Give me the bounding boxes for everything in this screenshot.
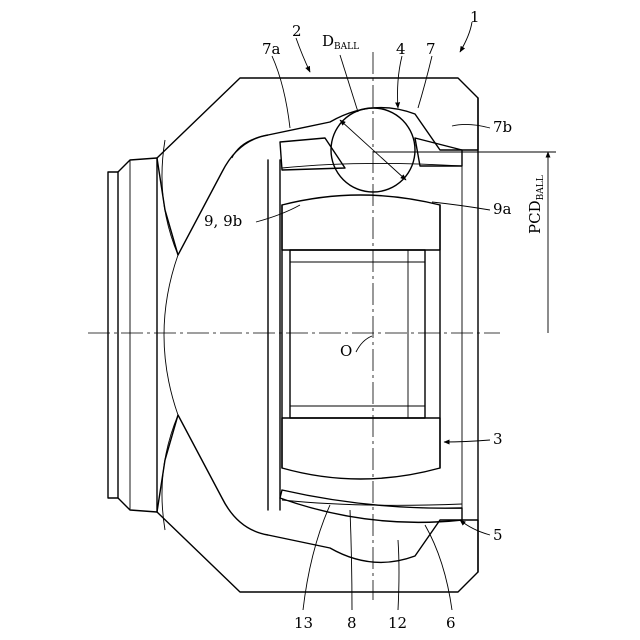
outer-race-outline: [108, 158, 157, 512]
cage: [232, 135, 462, 522]
label-12: 12: [388, 614, 407, 632]
label-2: 2: [292, 22, 302, 40]
label-3: 3: [493, 430, 503, 448]
label-pcd-ball: PCDBALL: [526, 175, 546, 234]
label-4: 4: [396, 40, 406, 58]
label-13: 13: [294, 614, 313, 632]
inner-race-upper-section: [282, 195, 440, 250]
inner-race-lower-section: [282, 418, 440, 479]
label-7b: 7b: [493, 118, 512, 136]
cage-lower-band: [280, 490, 462, 522]
label-9a: 9a: [493, 200, 512, 218]
label-1: 1: [470, 8, 480, 26]
label-7a: 7a: [262, 40, 281, 58]
label-5: 5: [493, 526, 503, 544]
label-7: 7: [426, 40, 436, 58]
label-d-ball: DBALL: [322, 32, 359, 52]
inner-race-bore: [290, 250, 425, 418]
label-8: 8: [347, 614, 357, 632]
inner-race: [282, 163, 462, 505]
outer-race: [108, 78, 478, 592]
label-6: 6: [446, 614, 456, 632]
label-o: O: [340, 342, 352, 360]
outer-race-lower-section: [157, 415, 478, 592]
label-9-9b: 9, 9b: [204, 212, 242, 230]
outer-race-inner-boundary: [162, 140, 178, 530]
